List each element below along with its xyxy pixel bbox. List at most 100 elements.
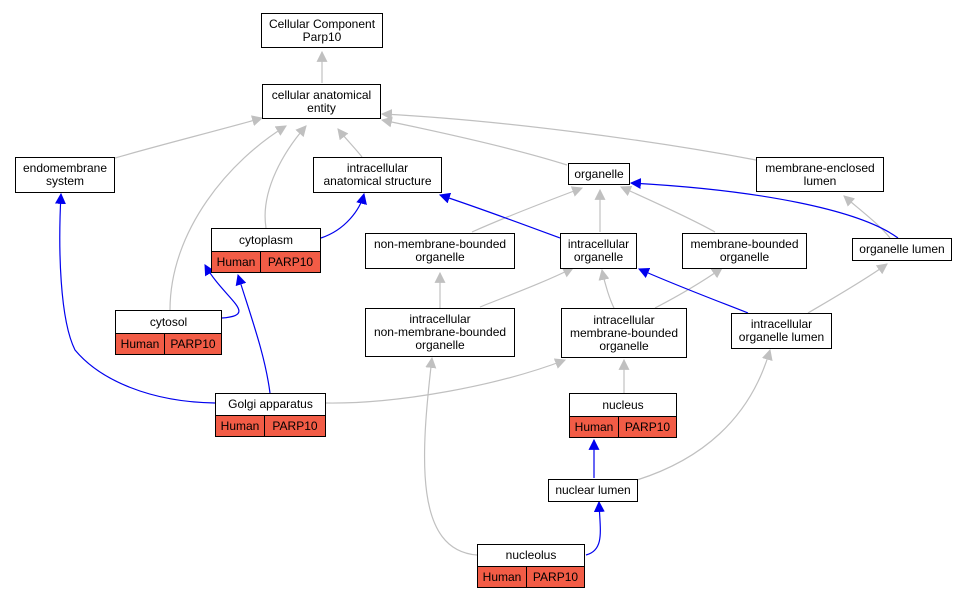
node-label: organelle lumen [853, 239, 951, 260]
node-label-line: organelle [415, 338, 465, 352]
edge-nmbo-organelle [471, 186, 584, 233]
annotation-row: Human PARP10 [570, 416, 676, 437]
edge-imbo-mbo [654, 267, 723, 309]
node-label-line: lumen [803, 173, 837, 188]
annotation-species: Human [216, 416, 265, 436]
edge-io-ias [438, 192, 561, 239]
node-label-line: cytoplasm [238, 232, 294, 247]
node-organelle-lumen[interactable]: organelle lumen [852, 238, 952, 261]
node-label-line: intracellular [593, 312, 655, 327]
annotation-row: Human PARP10 [478, 566, 584, 587]
node-label-line: organelle [719, 250, 770, 264]
edge-inmbo-io [479, 267, 574, 308]
edge-golgi-imbo [325, 358, 567, 404]
annotation-species: Human [116, 334, 165, 354]
edge-nucleolus-inmbo [424, 356, 478, 556]
node-label-line: cytosol [149, 314, 188, 329]
node-label: nucleolus [478, 545, 584, 566]
edge-mel-cae [380, 109, 757, 161]
node-label-line: non-membrane-bounded [373, 325, 507, 339]
node-nuclear-lumen[interactable]: nuclear lumen [548, 479, 638, 502]
node-label-line: non-membrane-bounded [373, 237, 507, 251]
node-label-line: intracellular [346, 161, 409, 175]
node-label-line: entity [307, 100, 336, 115]
node-label-line: cellular anatomical [271, 87, 372, 102]
node-organelle[interactable]: organelle [568, 163, 630, 185]
edge-iol-ol [807, 263, 888, 314]
edge-ias-cae [337, 128, 363, 158]
annotation-species: Human [478, 567, 527, 587]
node-label-line: organelle [415, 250, 465, 264]
node-label-line: nuclear lumen [555, 483, 631, 497]
annotation-row: Human PARP10 [216, 415, 325, 436]
annotation-gene: PARP10 [272, 418, 318, 433]
edge-cytosol-cytoplasm [204, 264, 240, 319]
edge-golgi-cytoplasm [235, 273, 271, 394]
annotation-gene: PARP10 [532, 569, 579, 584]
node-label-line: membrane-enclosed [765, 160, 875, 175]
node-label-line: intracellular [567, 237, 630, 251]
edge-imbo-io [598, 268, 615, 309]
edge-organelle-cae [380, 116, 568, 166]
node-label-line: endomembrane [22, 161, 108, 175]
node-label-line: organelle [599, 338, 649, 353]
node-label-line: intracellular [409, 312, 471, 326]
node-label-line: Parp10 [302, 29, 342, 44]
node-label: nucleus [570, 394, 676, 416]
node-label-line: membrane-bounded [569, 325, 679, 340]
annotation-gene: PARP10 [170, 336, 216, 351]
annotation-species: Human [570, 417, 619, 437]
node-label: cytosol [116, 311, 221, 333]
edge-golgi-endo [54, 192, 216, 404]
edge-nucleolus-nlumen [585, 500, 605, 556]
edge-cytoplasm-cae [264, 125, 307, 229]
edge-cytosol-cae [169, 125, 287, 311]
node-label-line: organelle [574, 166, 624, 181]
edge-nlumen-iol [636, 348, 773, 481]
annotation-gene: PARP10 [624, 419, 671, 434]
node-label-line: Cellular Component [268, 16, 376, 31]
node-label-line: Golgi apparatus [228, 397, 313, 411]
edge-ol-mel [843, 195, 891, 239]
node-label-line: membrane-bounded [690, 237, 799, 251]
node-label-line: anatomical structure [323, 174, 432, 188]
node-label-line: organelle lumen [738, 330, 825, 344]
annotation-row: Human PARP10 [116, 333, 221, 354]
node-label: nuclear lumen [549, 480, 637, 501]
node-label-line: organelle lumen [859, 242, 945, 256]
node-label-line: nucleus [602, 397, 644, 412]
node-label-line: intracellular [750, 317, 813, 331]
edge-mbo-organelle [619, 186, 716, 233]
node-label-line: system [45, 174, 84, 188]
node-label-line: nucleolus [505, 548, 557, 562]
node-label-line: organelle [573, 250, 624, 264]
